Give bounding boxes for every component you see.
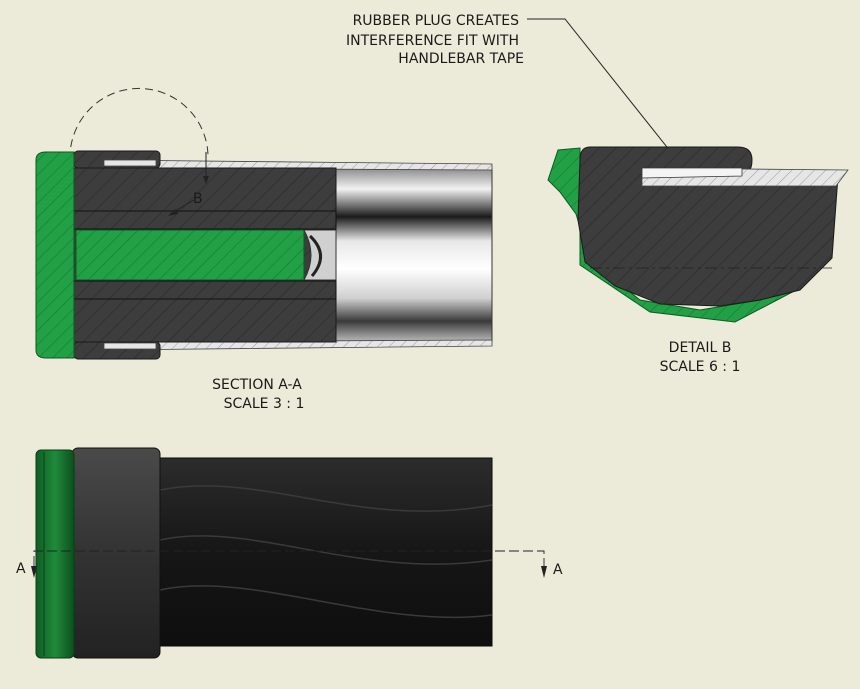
callout-line-1: RUBBER PLUG CREATES <box>353 13 520 29</box>
detail-b-circle <box>69 88 209 161</box>
cut-label-right: A <box>553 562 563 578</box>
section-a-a-view: B <box>35 88 493 360</box>
callout-leader-line <box>527 18 691 177</box>
callout-line-2: INTERFERENCE FIT WITH <box>346 33 519 49</box>
detail-b-view <box>547 146 849 323</box>
plug-cap-exterior <box>71 447 161 659</box>
section-title: SECTION A-A <box>212 377 302 393</box>
cut-line-a-a <box>31 550 547 578</box>
exterior-view <box>35 447 493 659</box>
rubber-core-section <box>75 229 305 281</box>
rubber-end-cap-section <box>35 151 75 359</box>
handlebar-tube <box>335 167 493 343</box>
detail-marker-label: B <box>193 191 203 207</box>
section-scale: SCALE 3 : 1 <box>224 396 305 412</box>
cut-label-left: A <box>16 561 26 577</box>
green-end-ring <box>35 449 75 659</box>
detail-scale: SCALE 6 : 1 <box>660 359 741 375</box>
callout-line-3: HANDLEBAR TAPE <box>398 51 524 67</box>
detail-title: DETAIL B <box>669 340 732 356</box>
